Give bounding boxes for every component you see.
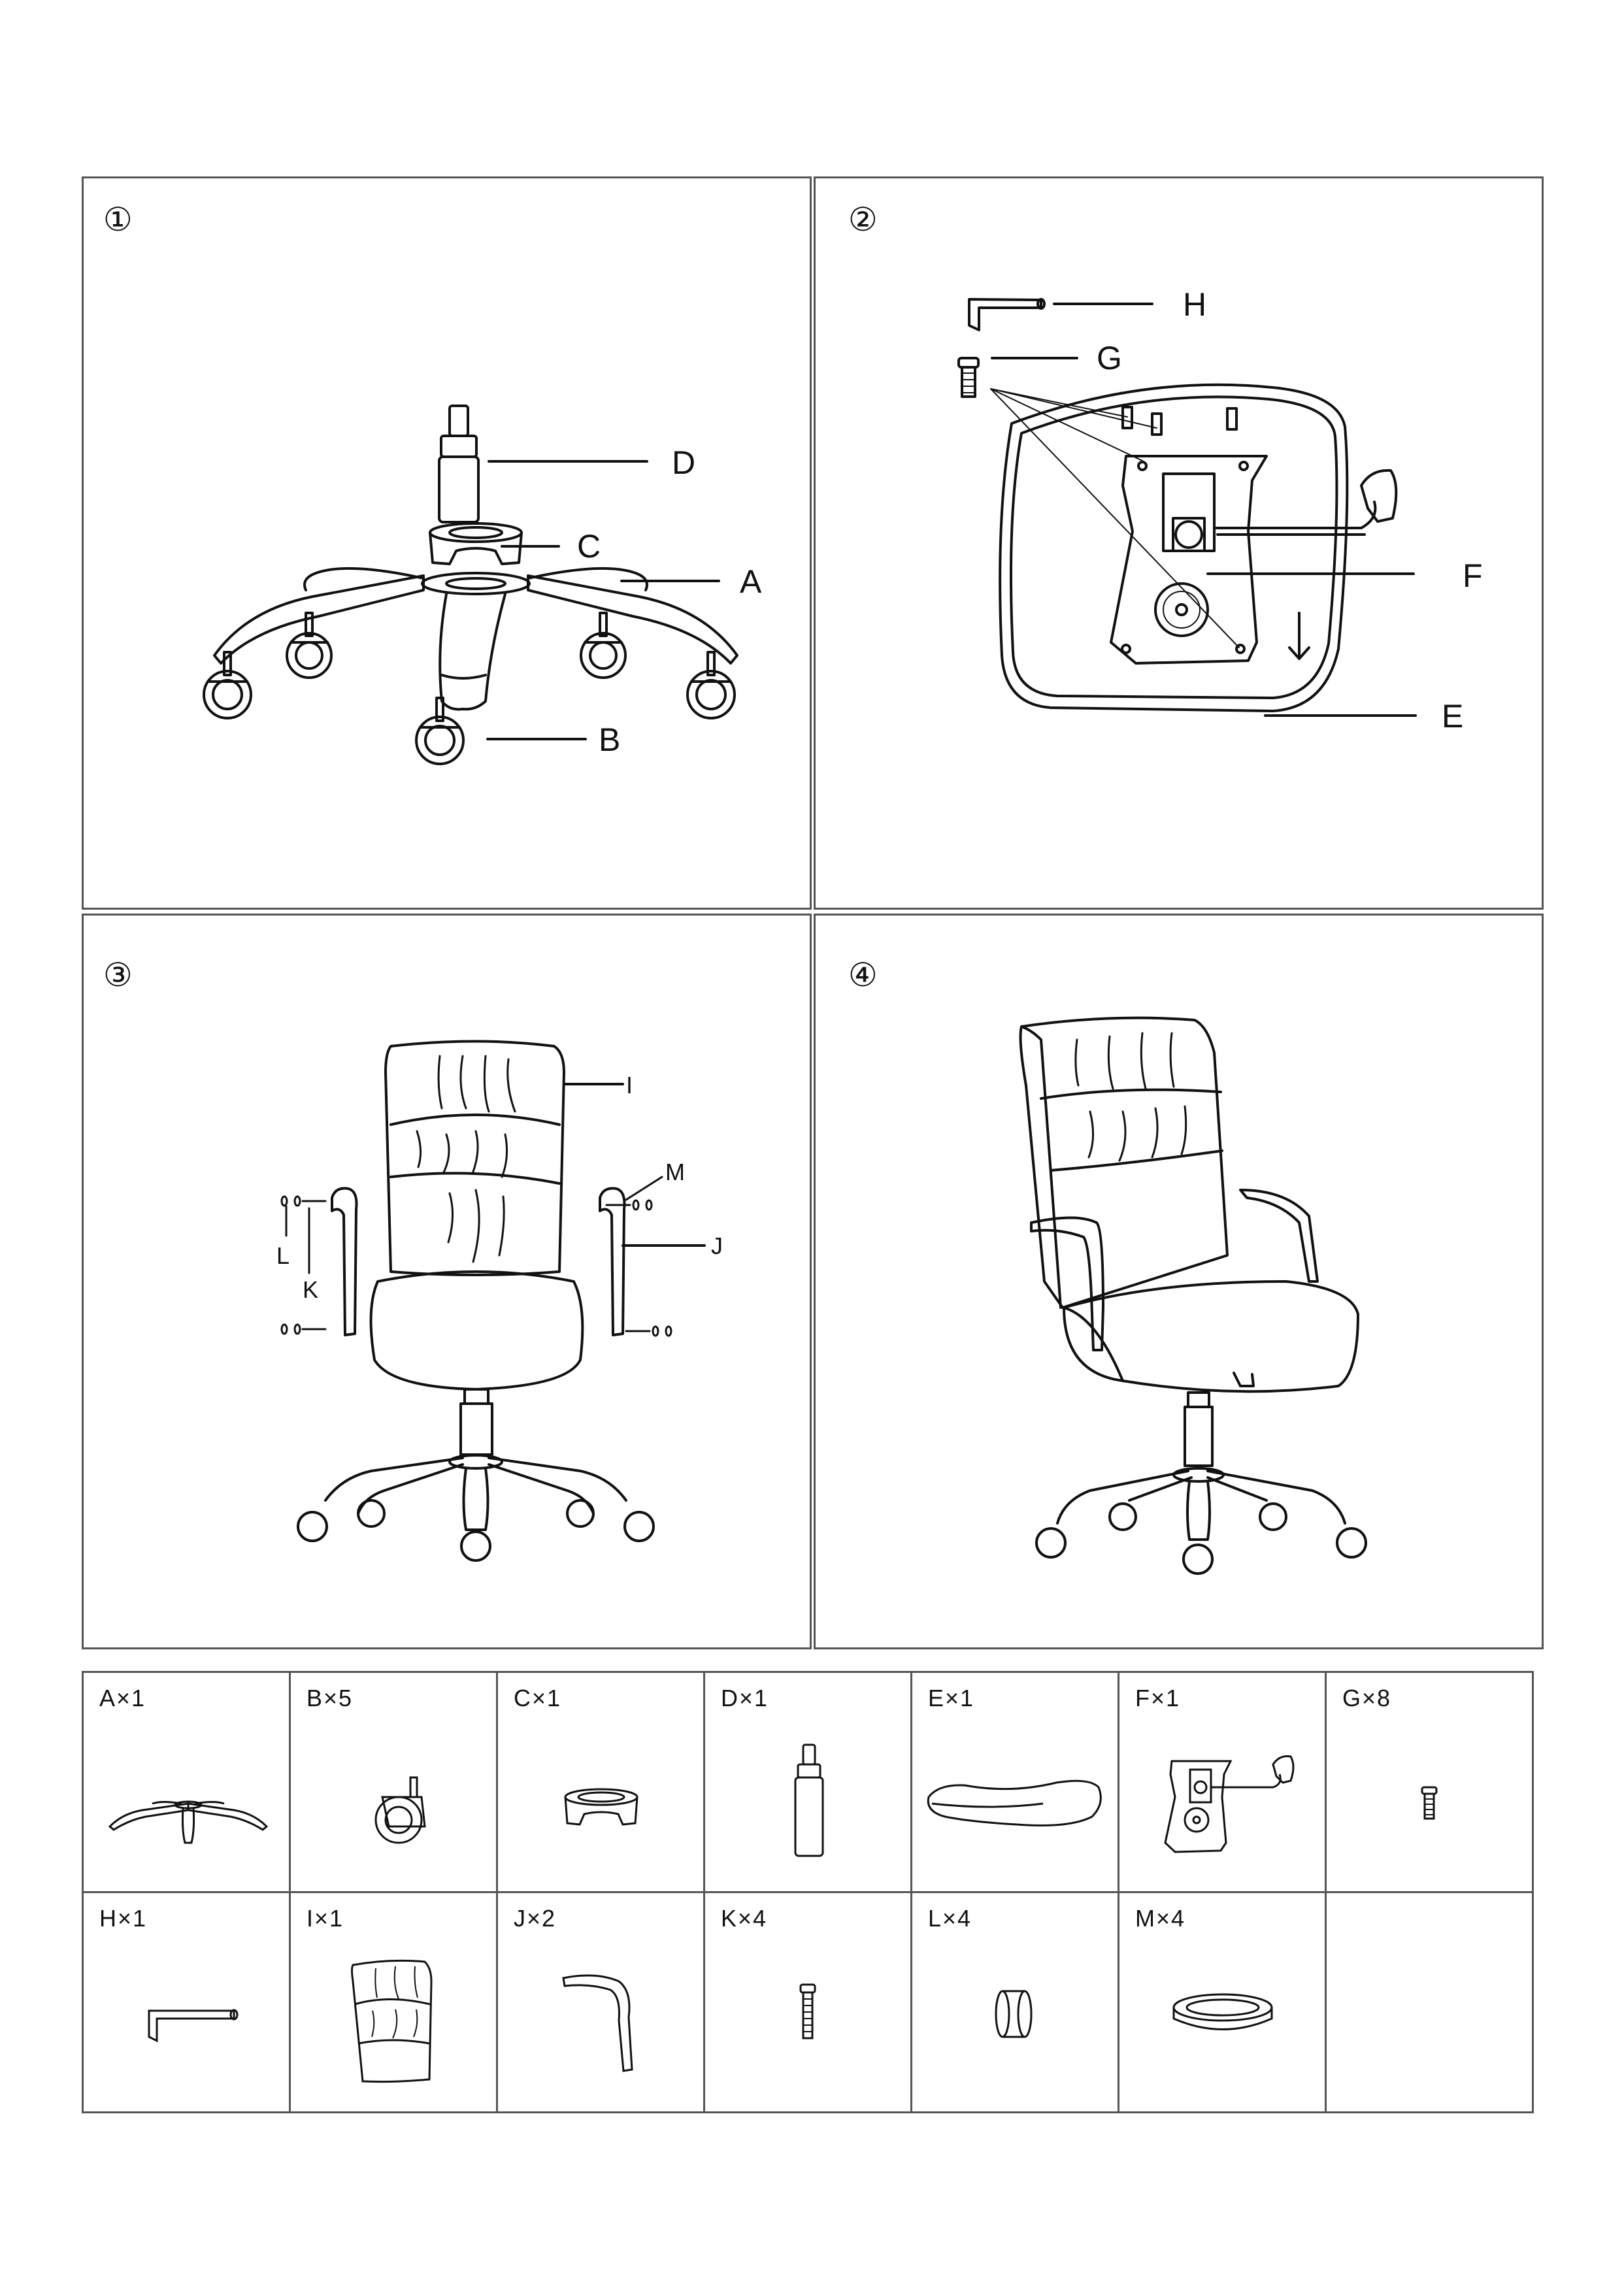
part-label-l: L×4 — [928, 1905, 972, 1932]
step-1-panel: ① — [82, 176, 812, 910]
base-cover-icon — [564, 1788, 638, 1826]
seat-cushion-icon — [927, 1779, 1102, 1826]
step-3-diagram: ③ I — [103, 956, 723, 1562]
part-label-f: F×1 — [1135, 1685, 1181, 1711]
spring-washer-icon — [1172, 1993, 1273, 2030]
part-cell-c: C×1 — [496, 1671, 705, 1893]
parts-list-table: A×1 B×5 C×1 — [82, 1671, 1534, 2113]
part-label-k: K×4 — [721, 1905, 768, 1932]
seat-underside-part — [999, 383, 1349, 712]
parts-row-1: A×1 B×5 C×1 — [82, 1671, 1534, 1893]
armrest-part — [331, 1187, 626, 1336]
callout-f: F — [1463, 557, 1483, 594]
tilt-mechanism-part — [1110, 455, 1398, 665]
step-number: ③ — [103, 956, 133, 994]
bolt-icon — [1421, 1786, 1438, 1820]
part-cell-i: I×1 — [289, 1891, 498, 2113]
callout-e: E — [1442, 698, 1463, 735]
washer-icon — [995, 1990, 1033, 2038]
allen-key-part — [968, 298, 1046, 331]
callout-i: I — [626, 1072, 633, 1098]
part-cell-k: K×4 — [703, 1891, 912, 2113]
armrest-icon — [562, 1974, 633, 2072]
callout-g: G — [1097, 340, 1122, 376]
part-cell-e: E×1 — [910, 1671, 1119, 1893]
part-cell-a: A×1 — [82, 1671, 291, 1893]
armrest-screws — [280, 1195, 672, 1337]
part-cell-d: D×1 — [703, 1671, 912, 1893]
part-cell-j: J×2 — [496, 1891, 705, 2113]
callout-b: B — [599, 721, 620, 758]
part-label-h: H×1 — [99, 1905, 148, 1932]
step-2-diagram: ② H G — [848, 201, 1483, 735]
step-number: ④ — [848, 956, 878, 994]
tilt-mechanism-icon — [1164, 1755, 1295, 1853]
part-label-e: E×1 — [928, 1685, 975, 1711]
part-cell-m: M×4 — [1118, 1891, 1327, 2113]
chair-base — [297, 1388, 655, 1562]
part-label-g: G×8 — [1342, 1685, 1392, 1711]
step-4-panel: ④ — [814, 914, 1544, 1649]
bolt-icon — [799, 1983, 816, 2039]
part-label-j: J×2 — [514, 1905, 557, 1932]
part-cell-g: G×8 — [1325, 1671, 1534, 1893]
gas-lift-part — [438, 405, 480, 523]
part-label-c: C×1 — [514, 1685, 562, 1711]
gas-lift-icon — [794, 1743, 824, 1857]
callout-m: M — [665, 1159, 685, 1185]
callout-j: J — [711, 1232, 723, 1259]
caster-icon — [374, 1776, 426, 1844]
backrest-part — [384, 1040, 565, 1276]
allen-key-icon — [148, 2009, 239, 2043]
bolt-part — [957, 357, 980, 398]
callout-h: H — [1183, 286, 1206, 323]
part-label-m: M×4 — [1135, 1905, 1186, 1932]
callout-a: A — [740, 563, 762, 600]
step-number: ② — [848, 201, 878, 239]
step-1-diagram: ① — [103, 201, 762, 765]
callout-k: K — [303, 1276, 318, 1303]
backrest-icon — [351, 1959, 433, 2083]
parts-row-2: H×1 I×1 J×2 K×4 — [82, 1891, 1534, 2113]
callout-d: D — [672, 444, 695, 481]
part-cell-l: L×4 — [910, 1891, 1119, 2113]
part-cell-h: H×1 — [82, 1891, 291, 2113]
star-base-icon — [108, 1800, 269, 1844]
part-label-i: I×1 — [307, 1905, 344, 1932]
step-2-panel: ② H G — [814, 176, 1544, 910]
callout-c: C — [577, 528, 601, 565]
step-4-diagram: ④ — [848, 956, 1367, 1575]
part-label-d: D×1 — [721, 1685, 769, 1711]
step-3-panel: ③ I — [82, 914, 812, 1649]
seat-part — [369, 1270, 584, 1391]
base-cover-part — [429, 522, 523, 565]
seat-bolts — [1121, 406, 1238, 436]
part-cell-b: B×5 — [289, 1671, 498, 1893]
part-cell-empty — [1325, 1891, 1534, 2113]
assembled-chair — [1019, 1016, 1367, 1575]
part-label-a: A×1 — [99, 1685, 146, 1711]
callout-l: L — [276, 1242, 290, 1269]
part-cell-f: F×1 — [1118, 1671, 1327, 1893]
step-number: ① — [103, 201, 133, 239]
caster-wheels — [203, 612, 736, 765]
part-label-b: B×5 — [307, 1685, 354, 1711]
